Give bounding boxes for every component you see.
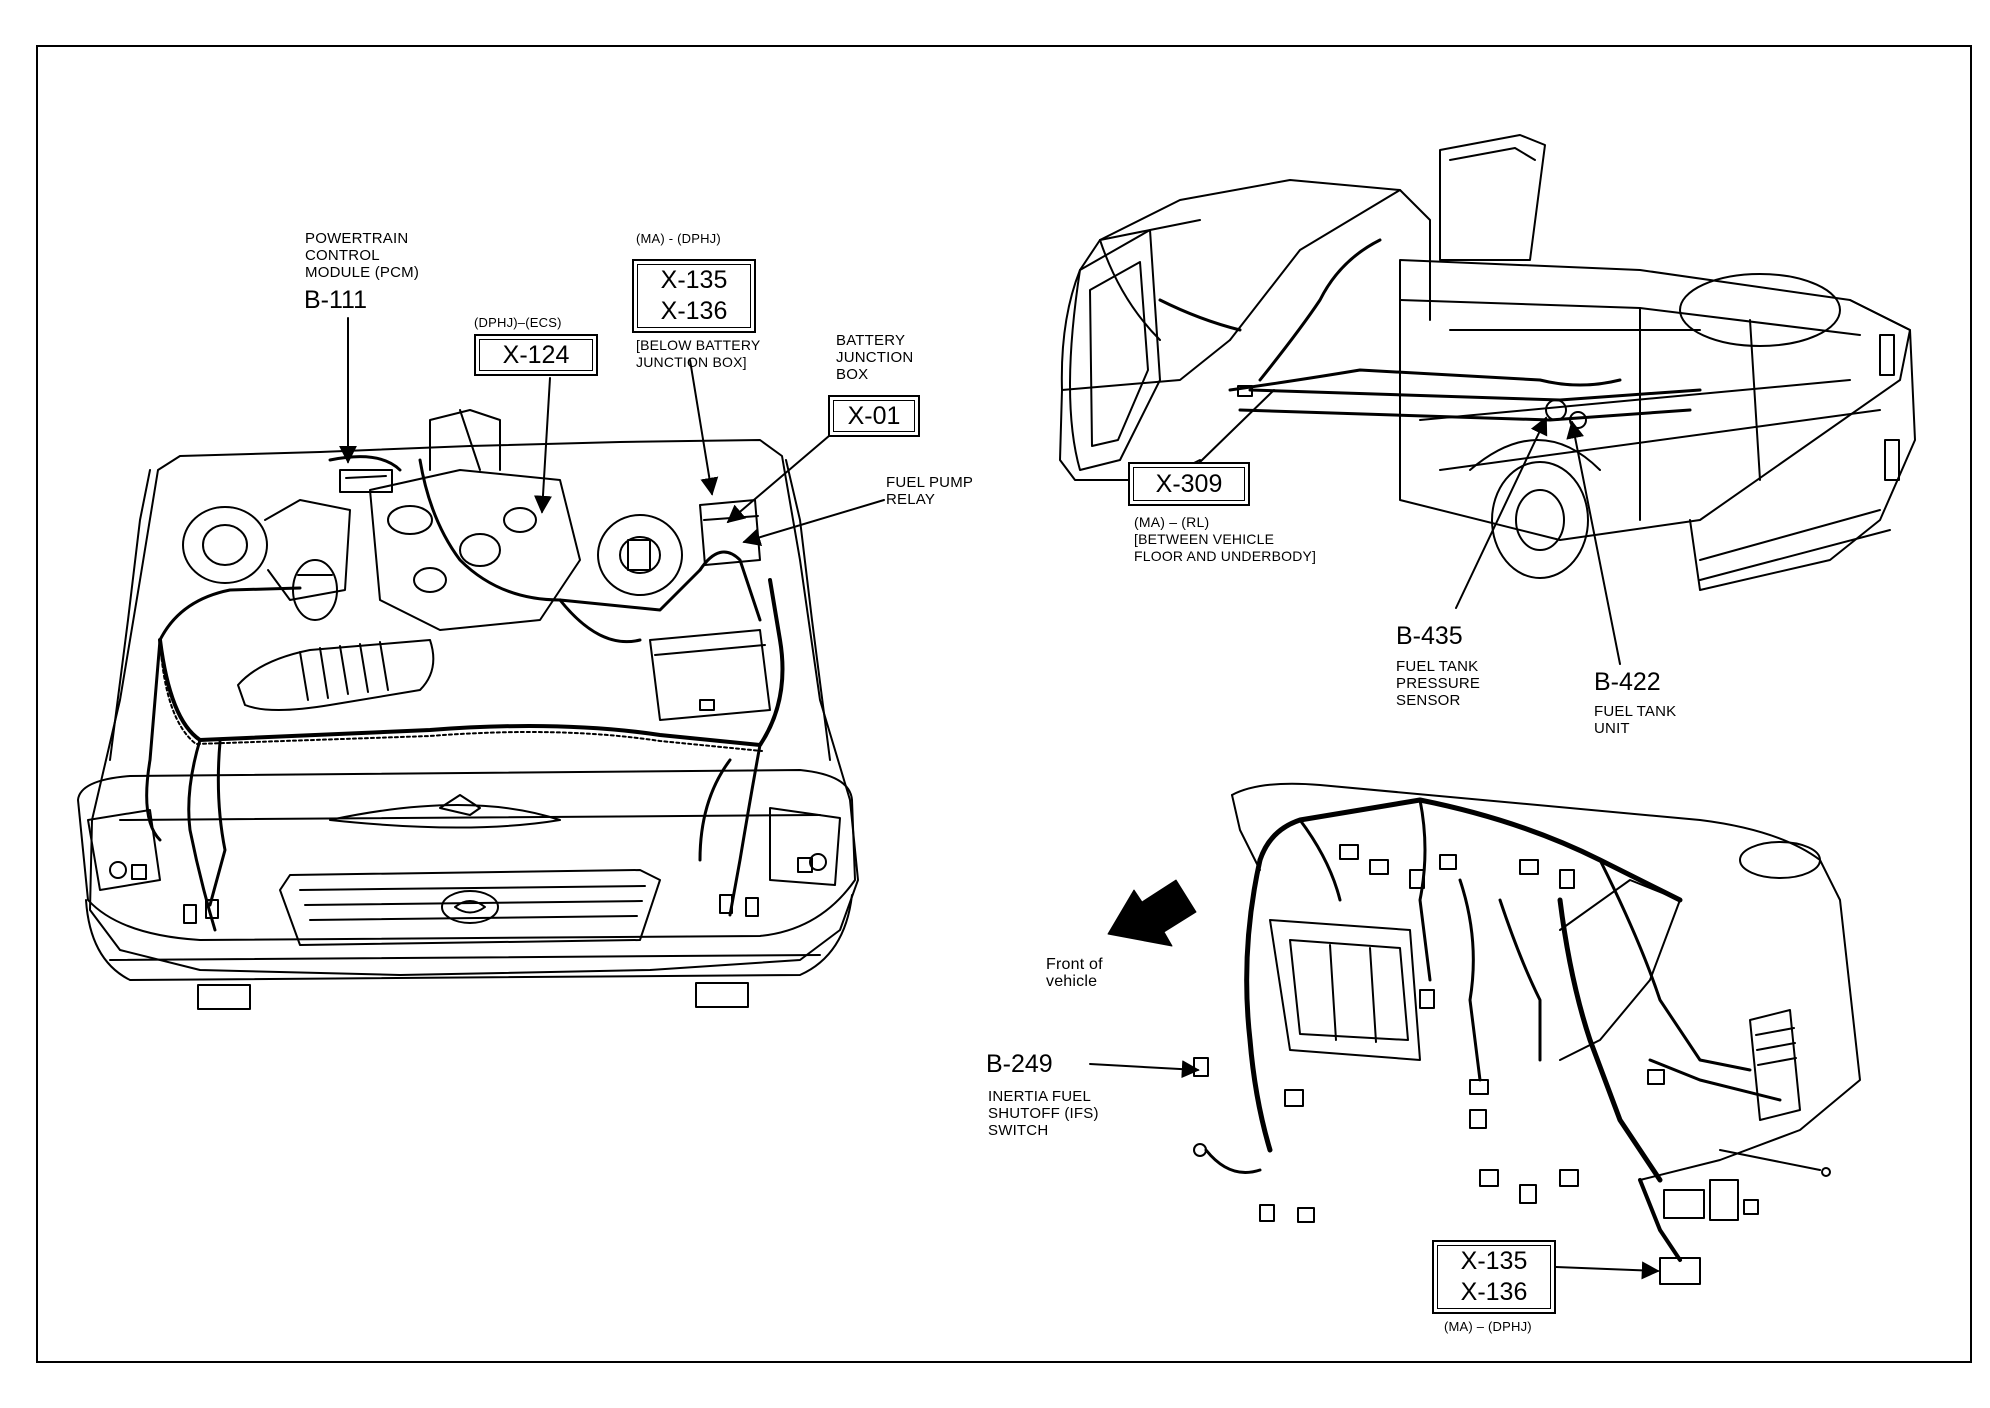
x136-code-engine: X-136 <box>660 297 728 325</box>
engine-callouts <box>339 317 885 546</box>
front-of-vehicle-label: Front of vehicle <box>1046 956 1103 990</box>
b249-label: INERTIA FUEL SHUTOFF (IFS) SWITCH <box>988 1088 1099 1139</box>
x309-box: X-309 <box>1128 462 1250 506</box>
diagram-frame <box>36 45 1972 1363</box>
x01-code: X-01 <box>847 401 901 430</box>
x135-note-dash: (MA) – (DPHJ) <box>1444 1319 1532 1334</box>
b435-code: B-435 <box>1396 622 1463 650</box>
x309-code: X-309 <box>1155 469 1223 498</box>
truck-drawing <box>1059 134 1916 591</box>
b435-label: FUEL TANK PRESSURE SENSOR <box>1396 658 1481 709</box>
x124-code: X-124 <box>502 340 570 369</box>
pcm-label: POWERTRAIN CONTROL MODULE (PCM) <box>305 230 420 281</box>
pcm-code: B-111 <box>304 286 368 314</box>
x309-note: (MA) – (RL) [BETWEEN VEHICLE FLOOR AND U… <box>1134 514 1317 564</box>
x136-code-dash: X-136 <box>1460 1278 1528 1306</box>
x124-box: X-124 <box>474 334 598 376</box>
truck-callouts <box>1199 389 1621 665</box>
dashboard-callouts <box>1089 1060 1660 1280</box>
b422-code: B-422 <box>1594 668 1661 696</box>
x135-code-engine: X-135 <box>660 266 728 294</box>
x135-code-dash: X-135 <box>1460 1247 1528 1275</box>
front-arrow-icon <box>1107 879 1197 947</box>
x135-note-engine: (MA) - (DPHJ) <box>636 231 721 246</box>
battery-junction-label: BATTERY JUNCTION BOX <box>836 332 914 383</box>
x124-note: (DPHJ)–(ECS) <box>474 315 562 330</box>
fuel-pump-relay-label: FUEL PUMP RELAY <box>886 474 974 508</box>
b249-code: B-249 <box>986 1050 1053 1078</box>
x01-box: X-01 <box>828 395 920 437</box>
engine-bay-drawing <box>77 409 859 1010</box>
dashboard-drawing <box>1193 782 1861 1285</box>
x135-x136-box-dash: X-135 X-136 <box>1432 1240 1556 1314</box>
x135-x136-box-engine: X-135 X-136 <box>632 259 756 333</box>
b422-label: FUEL TANK UNIT <box>1594 703 1677 737</box>
below-battery-note: [BELOW BATTERY JUNCTION BOX] <box>636 337 761 370</box>
